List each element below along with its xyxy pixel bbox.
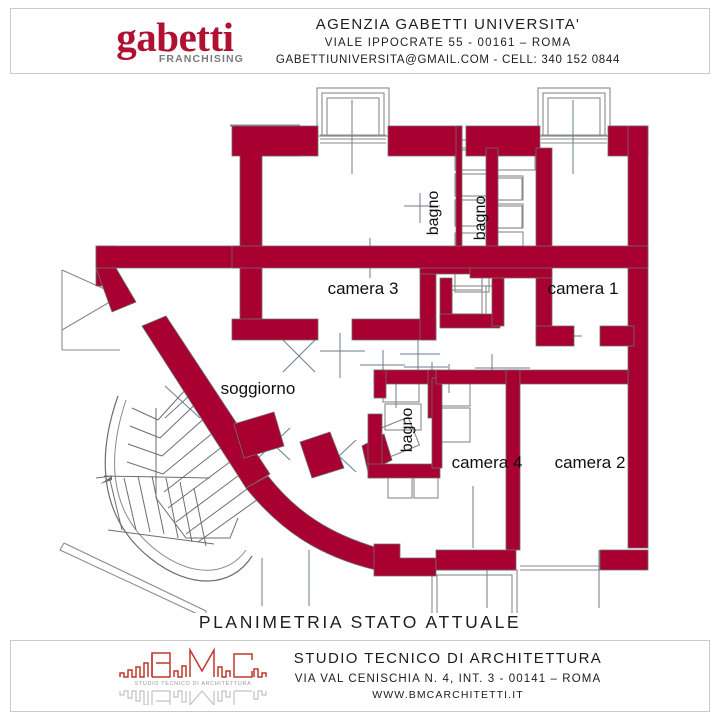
gabetti-logo: gabetti FRANCHISING <box>100 13 250 65</box>
plan-title: PLANIMETRIA STATO ATTUALE <box>198 612 522 632</box>
room-label-bagno-1: bagno <box>425 191 442 236</box>
studio-address: via Val Cenischia n. 4, Int. 3 - 00141 –… <box>294 672 602 685</box>
bmc-logo-graphic: STUDIO TECNICO DI ARCHITETTURA <box>119 646 267 707</box>
gabetti-wordmark: gabetti <box>116 13 234 60</box>
studio-contact-block: Studio Tecnico di Architettura via Val C… <box>294 648 602 704</box>
room-label-soggiorno: soggiorno <box>221 379 296 398</box>
room-label-camera-2: camera 2 <box>555 453 626 472</box>
room-label-camera-3: camera 3 <box>328 279 399 298</box>
room-labels: camera 3 camera 1 camera 4 camera 2 sogg… <box>221 191 626 472</box>
studio-name: Studio Tecnico di Architettura <box>293 650 603 668</box>
floorplan-drawing: camera 3 camera 1 camera 4 camera 2 sogg… <box>59 87 649 613</box>
gabetti-subtitle: FRANCHISING <box>158 52 244 65</box>
agency-contact-block: Agenzia GABETTI UNIVERSITA' VIALE IPPOCR… <box>276 14 620 68</box>
studio-website: WWW.BMCARCHITETTI.IT <box>372 689 524 701</box>
room-label-bagno-3: bagno <box>399 408 416 453</box>
curved-staircase <box>95 377 269 582</box>
studio-footer-band: STUDIO TECNICO DI ARCHITETTURA Studio Te… <box>10 640 710 712</box>
agency-contact: gabettiuniversita@gmail.com - CELL: 340 … <box>275 53 621 66</box>
bmc-logo-caption: STUDIO TECNICO DI ARCHITETTURA <box>134 681 251 687</box>
room-label-camera-4: camera 4 <box>452 453 523 472</box>
fixture-linework <box>59 87 648 613</box>
agency-header-band: gabetti FRANCHISING Agenzia GABETTI UNIV… <box>10 8 710 74</box>
room-label-camera-1: camera 1 <box>548 279 619 298</box>
bmc-logo: STUDIO TECNICO DI ARCHITETTURA <box>118 643 268 710</box>
room-label-bagno-2: bagno <box>472 196 489 241</box>
structural-walls <box>95 125 649 577</box>
agency-address: VIALE IPPOCRATE 55 - 00161 – Roma <box>324 37 572 50</box>
agency-name: Agenzia GABETTI UNIVERSITA' <box>315 16 581 34</box>
